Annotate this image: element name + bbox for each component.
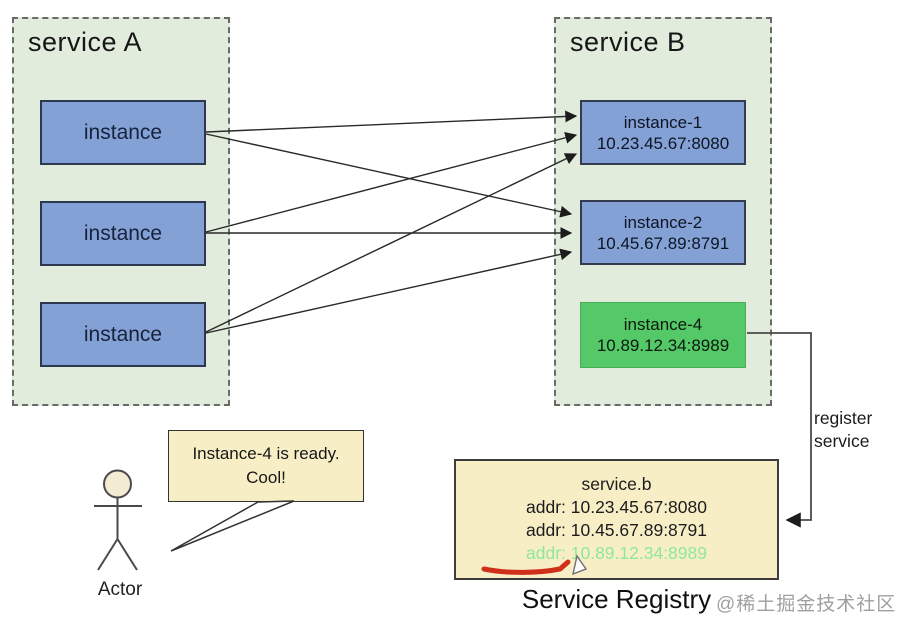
service-b-instance-2: instance-2 10.45.67.89:8791 <box>580 200 746 265</box>
actor-leg-right <box>116 538 138 571</box>
instance-label: instance <box>83 322 163 346</box>
instance-name: instance-4 <box>623 315 703 334</box>
instance-addr: 10.45.67.89:8791 <box>596 233 730 253</box>
instance-addr: 10.23.45.67:8080 <box>596 133 730 153</box>
service-b-instance-1: instance-1 10.23.45.67:8080 <box>580 100 746 165</box>
speech-line2: Cool! <box>246 468 286 487</box>
instance-label: instance <box>83 221 163 245</box>
actor-figure-icon <box>94 469 142 571</box>
service-a-title: service A <box>28 27 143 57</box>
registry-entry: addr: 10.45.67.89:8791 <box>526 520 707 540</box>
instance-addr: 10.89.12.34:8989 <box>596 336 730 355</box>
register-service-line2: service <box>814 431 870 451</box>
service-a-instance-1: instance <box>40 100 206 165</box>
actor-speech-bubble: Instance-4 is ready. Cool! <box>168 430 364 502</box>
watermark-text: @稀土掘金技术社区 <box>716 594 897 615</box>
service-registry-caption: Service Registry <box>521 584 712 614</box>
arrow-a3-to-b1 <box>205 153 578 333</box>
speech-line1: Instance-4 is ready. <box>192 444 340 463</box>
service-registry-box: service.b addr: 10.23.45.67:8080 addr: 1… <box>454 459 779 580</box>
arrow-a3-to-b2 <box>205 248 573 334</box>
instance-name: instance-2 <box>623 212 703 232</box>
actor-head <box>103 469 132 499</box>
arrow-a1-to-b2 <box>205 133 573 218</box>
registry-entry: addr: 10.23.45.67:8080 <box>526 497 707 517</box>
register-service-label: register service <box>814 407 898 453</box>
arrow-a1-to-b1 <box>205 110 578 133</box>
request-arrows <box>205 110 578 334</box>
actor-label: Actor <box>97 579 143 600</box>
registry-service-name: service.b <box>581 474 652 494</box>
service-a-instance-3: instance <box>40 302 206 367</box>
instance-label: instance <box>83 120 163 144</box>
speech-bubble-tail <box>170 500 295 552</box>
service-b-instance-4: instance-4 10.89.12.34:8989 <box>580 302 746 368</box>
service-b-title: service B <box>570 27 686 57</box>
service-a-instance-2: instance <box>40 201 206 266</box>
arrow-a2-to-b1 <box>205 131 578 233</box>
register-service-line1: register <box>814 408 873 428</box>
registry-entry-highlighted: addr: 10.89.12.34:8989 <box>526 543 707 563</box>
instance-name: instance-1 <box>623 112 703 132</box>
actor-leg-left <box>97 538 119 571</box>
